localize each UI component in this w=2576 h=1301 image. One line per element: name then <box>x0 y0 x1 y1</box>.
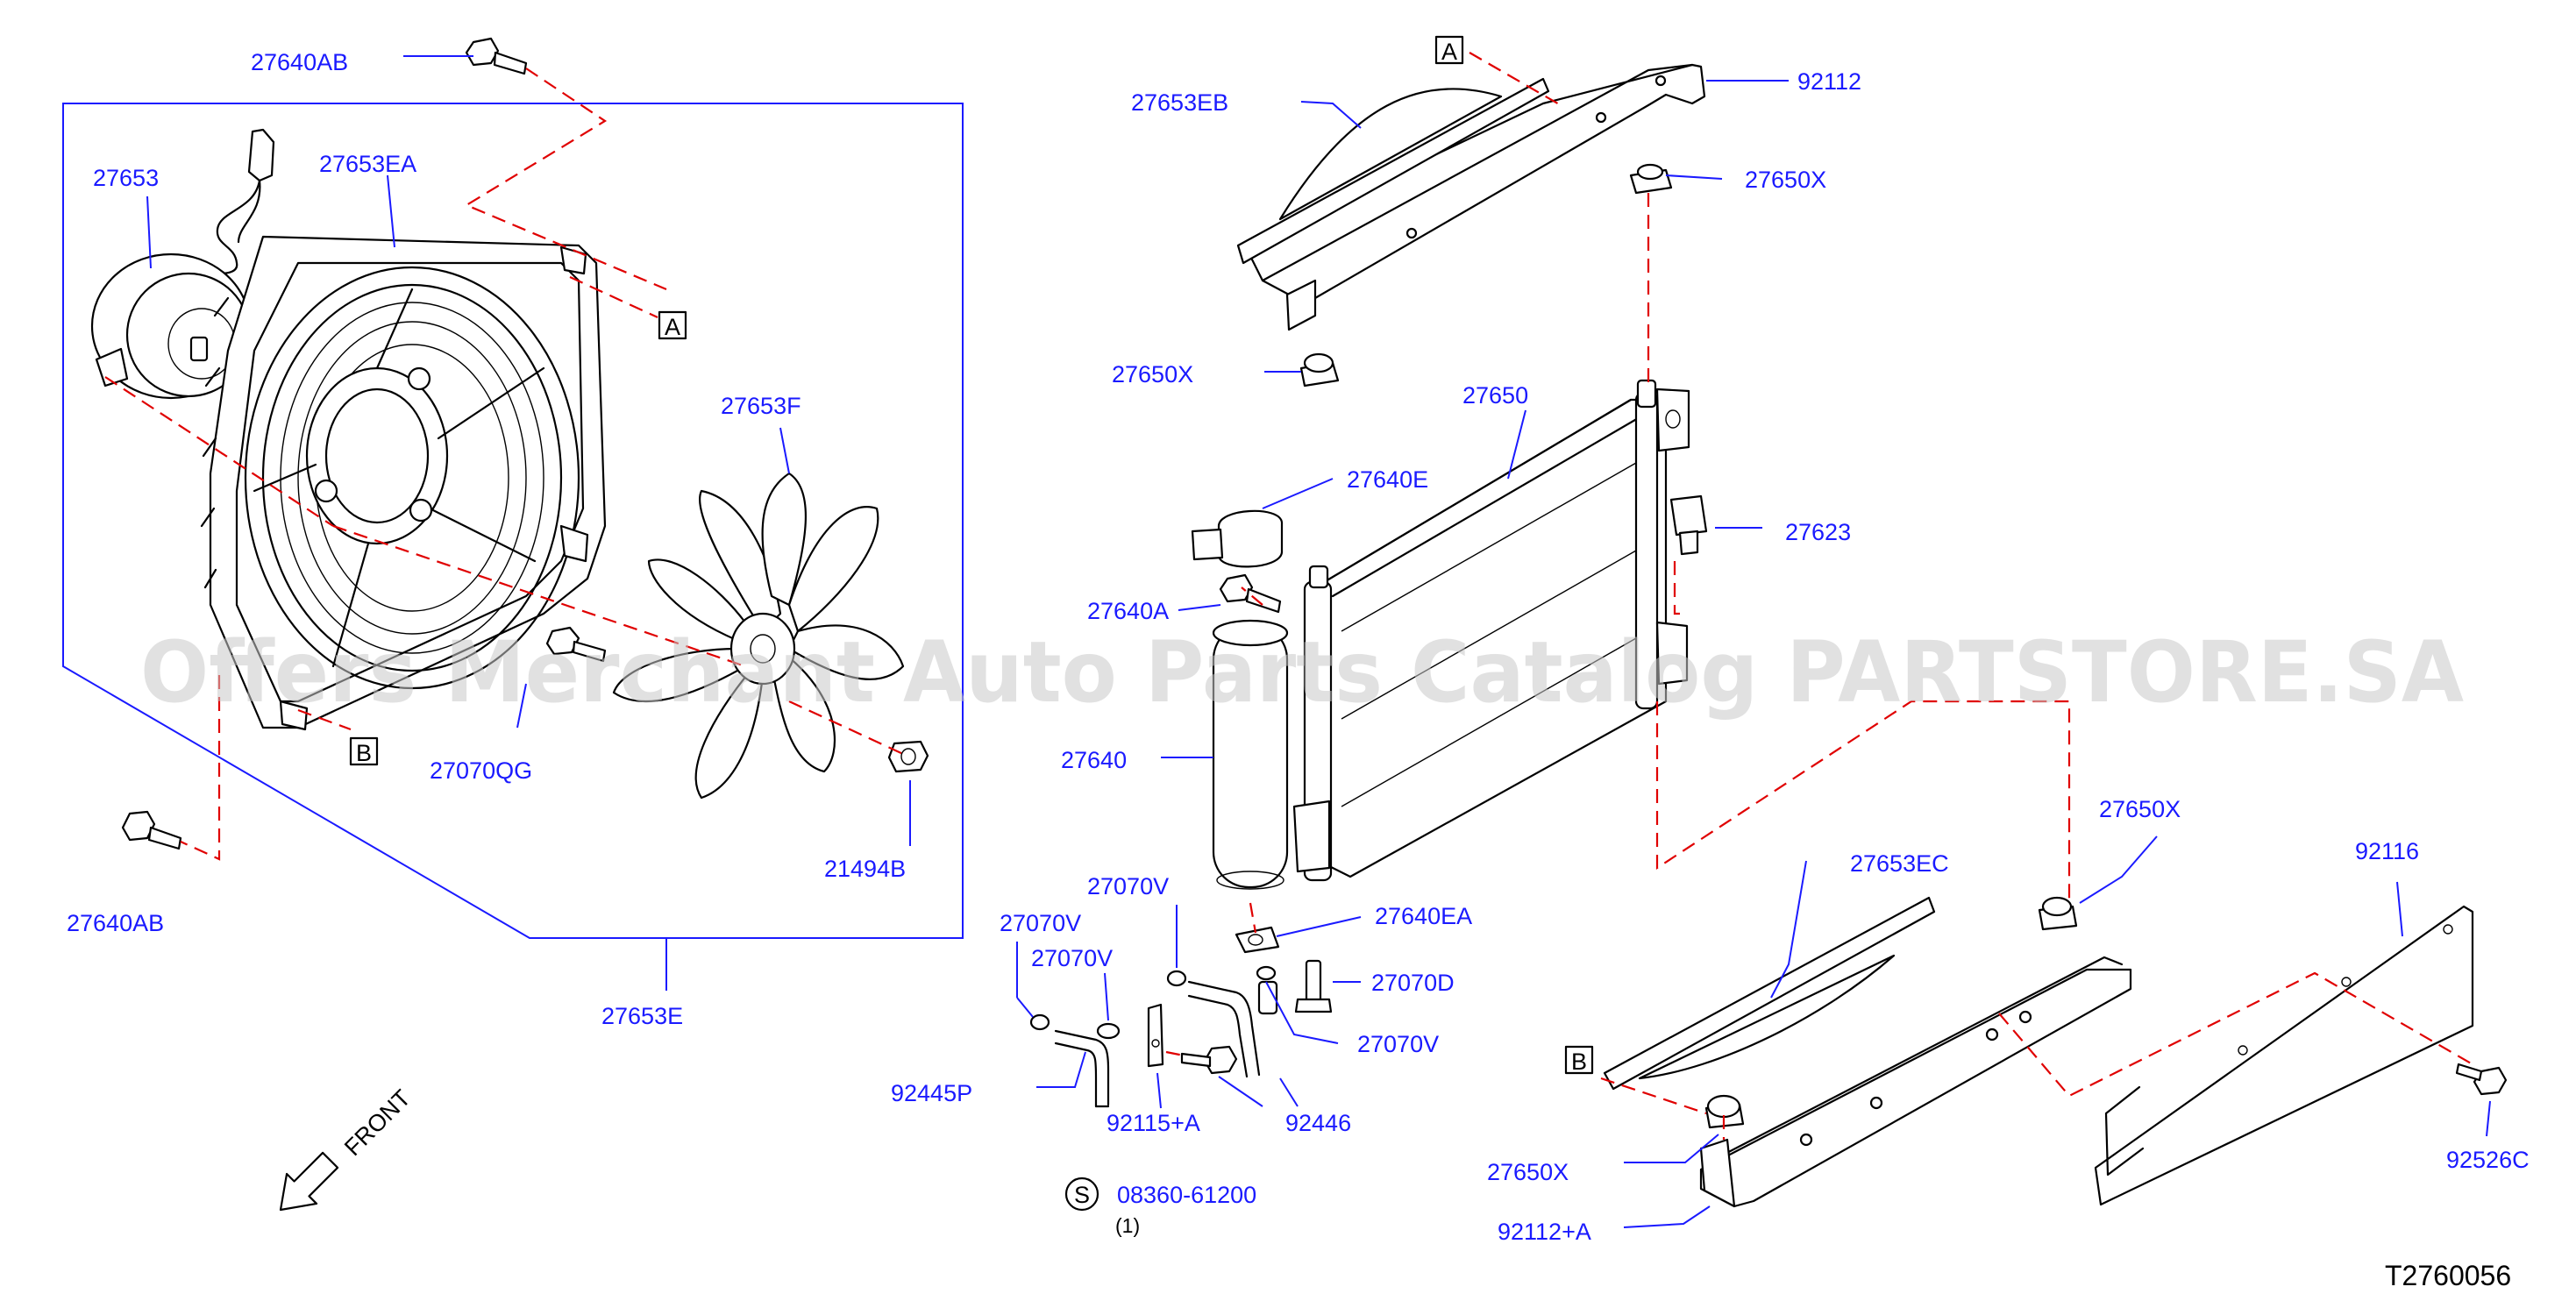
bolt-08360-61200[interactable] <box>1180 1045 1238 1075</box>
label-27653e[interactable]: 27653E <box>601 1003 683 1029</box>
ref-box-a-right <box>1434 35 1464 65</box>
fan-motor[interactable] <box>90 128 275 400</box>
label-27070v-2[interactable]: 27070V <box>1000 910 1081 936</box>
upper-bracket-92112[interactable] <box>1243 63 1706 331</box>
label-27650[interactable]: 27650 <box>1462 382 1528 409</box>
label-27070qg[interactable]: 27070QG <box>430 757 532 784</box>
receiver-dryer-27640[interactable] <box>1212 619 1289 890</box>
condenser-27650[interactable] <box>1292 379 1690 882</box>
air-guide-92116[interactable] <box>2094 905 2474 1206</box>
label-27640e[interactable]: 27640E <box>1347 466 1428 493</box>
clip-92526c[interactable] <box>2455 1063 2508 1096</box>
ref-mark-b-left: B <box>356 740 372 766</box>
lower-bracket-92112a[interactable] <box>1699 956 2132 1208</box>
pipe-92446[interactable] <box>1187 980 1278 1078</box>
bolt-27640a[interactable] <box>1219 573 1282 614</box>
label-27653ea[interactable]: 27653EA <box>319 151 416 177</box>
label-27640ab-bottom[interactable]: 27640AB <box>67 910 164 936</box>
watermark: Offers Merchant Auto Parts Catalog PARTS… <box>140 623 2464 722</box>
pressure-sensor-27623[interactable] <box>1669 494 1708 556</box>
label-92112a[interactable]: 92112+A <box>1498 1219 1591 1245</box>
ref-circle-s <box>1064 1177 1099 1212</box>
label-27640a[interactable]: 27640A <box>1087 598 1169 624</box>
nut-21494b[interactable] <box>887 740 929 773</box>
ref-box-b-left <box>349 736 379 766</box>
bracket-clamp-27640e[interactable] <box>1191 509 1284 568</box>
label-27640ea[interactable]: 27640EA <box>1375 903 1472 929</box>
label-27070v-3[interactable]: 27070V <box>1031 945 1113 971</box>
grommet-27650x-3[interactable] <box>2038 896 2078 931</box>
grommet-27650x-2[interactable] <box>1299 352 1340 387</box>
o-ring-27070v-4[interactable] <box>1256 965 1277 981</box>
fan-blade[interactable] <box>612 472 905 800</box>
seal-plate-27653eb[interactable] <box>1236 77 1550 265</box>
label-27640ab-top[interactable]: 27640AB <box>251 49 348 75</box>
label-27653ec[interactable]: 27653EC <box>1850 850 1949 877</box>
label-27640[interactable]: 27640 <box>1061 747 1127 773</box>
label-27650x-3[interactable]: 27650X <box>2099 796 2181 822</box>
label-92112[interactable]: 92112 <box>1797 68 1861 95</box>
o-ring-27070v-1[interactable] <box>1166 970 1187 987</box>
label-92445p[interactable]: 92445P <box>891 1080 972 1106</box>
bolt-27640ab-bottom[interactable] <box>121 810 182 850</box>
ref-mark-b-right: B <box>1571 1049 1587 1075</box>
bracket-92115a[interactable] <box>1147 1003 1164 1068</box>
label-92116[interactable]: 92116 <box>2355 838 2419 864</box>
fan-shroud[interactable] <box>200 235 607 731</box>
o-ring-27070v-3[interactable] <box>1096 1022 1121 1040</box>
ref-mark-s: S <box>1074 1182 1090 1208</box>
ref-box-a-left <box>658 310 687 340</box>
ref-box-b-right <box>1564 1045 1594 1075</box>
ref-mark-a-left: A <box>665 314 680 340</box>
label-27623[interactable]: 27623 <box>1785 519 1851 545</box>
seal-plate-27653ec[interactable] <box>1603 896 1936 1091</box>
label-27070d[interactable]: 27070D <box>1371 970 1455 996</box>
label-27070v-4[interactable]: 27070V <box>1357 1031 1439 1057</box>
label-92446[interactable]: 92446 <box>1285 1110 1351 1136</box>
label-21494b[interactable]: 21494B <box>824 856 906 882</box>
bracket-27640ea[interactable] <box>1235 926 1280 954</box>
front-arrow <box>279 1151 339 1212</box>
label-27653f[interactable]: 27653F <box>721 393 801 419</box>
pipe-92445p[interactable] <box>1054 1029 1110 1108</box>
label-92526c[interactable]: 92526C <box>2446 1147 2530 1173</box>
label-92115a[interactable]: 92115+A <box>1107 1110 1200 1136</box>
label-27650x-4[interactable]: 27650X <box>1487 1159 1569 1185</box>
front-label: FRONT <box>339 1084 416 1161</box>
label-27653[interactable]: 27653 <box>93 165 159 191</box>
assembly-frame-27653e <box>62 103 964 939</box>
bolt-27640ab-top[interactable] <box>465 37 528 75</box>
label-08360-61200[interactable]: 08360-61200 <box>1117 1182 1256 1208</box>
bolt-27070d[interactable] <box>1294 959 1333 1013</box>
label-27070v-1[interactable]: 27070V <box>1087 873 1169 899</box>
label-27653eb[interactable]: 27653EB <box>1131 89 1228 116</box>
label-27650x-1[interactable]: 27650X <box>1745 167 1826 193</box>
ref-mark-a-right: A <box>1441 39 1457 65</box>
label-08360-qty: (1) <box>1115 1214 1140 1237</box>
grommet-27650x-1[interactable] <box>1629 163 1673 195</box>
screw-27070qg[interactable] <box>545 626 607 663</box>
o-ring-27070v-2[interactable] <box>1029 1013 1050 1031</box>
label-27650x-2[interactable]: 27650X <box>1112 361 1193 387</box>
diagram-id: T2760056 <box>2385 1260 2511 1291</box>
